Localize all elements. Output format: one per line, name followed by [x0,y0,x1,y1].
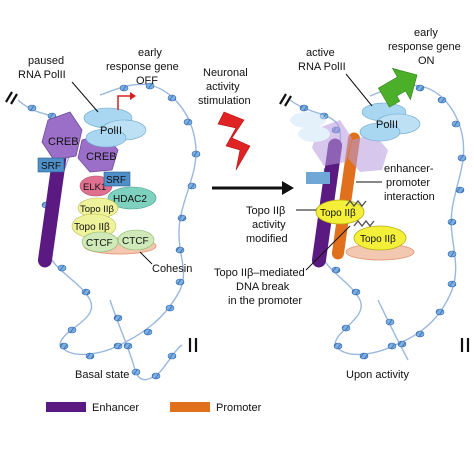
gene-on-label-2: response gene [388,41,461,53]
cohesin-label: Cohesin [152,263,192,275]
hdac2-protein-left [107,186,157,210]
legend-swatch-promoter [170,402,210,412]
paused-polii-pointer [71,81,99,113]
dna-break-pointer [305,225,351,271]
creb-label-left-2: CREB [86,151,117,163]
topo-label-left-1: Topo IIβ [80,204,115,215]
middle-stimulus: Neuronal activity stimulation [198,67,294,195]
chromatin-fiber-left-tail [109,299,183,381]
srf-box-left-1 [37,157,65,173]
topo-protein-right-2 [353,225,407,251]
legend-label-enhancer: Enhancer [92,402,139,414]
dna-break-label-1: Topo IIβ–mediated [214,267,305,279]
gene-off-label-3: OFF [136,75,158,87]
chromatin-end-left-top [5,91,18,105]
polii-complex-right [359,102,421,142]
elk1-label-left: ELK1 [83,182,106,193]
basal-state-label: Basal state [75,369,129,381]
topo-protein-right-1 [315,199,365,225]
gene-off-label-2: response gene [106,61,179,73]
ctcf-label-left-1: CTCF [86,238,113,249]
srf-label-left-1: SRF [41,161,61,172]
srf-box-left-2 [103,171,131,187]
gene-tss-arrowhead-left [130,92,136,100]
interaction-label-3: interaction [384,191,435,203]
gene-tss-arrow-left [117,95,130,110]
gene-on-arrow-icon [378,67,418,108]
stimulation-label-1: Neuronal [203,67,248,79]
lightning-bolt-icon [217,111,251,171]
gene-on-label-3: ON [418,55,435,67]
dna-break-label-2: DNA break [236,281,290,293]
chromatin-fiber-right-tail [377,299,409,361]
interaction-label-1: enhancer- [384,163,434,175]
topo-modified-label-3: modified [246,233,288,245]
topo-label-right-1: Topo IIβ [320,208,356,219]
creb-protein-left-1 [41,111,83,161]
upon-activity-label: Upon activity [346,369,409,381]
chromatin-end-left-bottom [188,338,198,352]
topo-label-right-2: Topo IIβ [360,234,396,245]
ctcf-protein-left-2 [117,229,155,251]
promoter-region-right [331,132,361,260]
legend-label-promoter: Promoter [216,402,262,414]
topo-modified-label-1: Topo IIβ [246,205,285,217]
hdac2-label-left: HDAC2 [113,194,147,205]
dna-break-label-3: in the promoter [228,295,302,307]
ctcf-protein-left-1 [81,231,119,253]
polii-label-right: PolII [376,119,398,131]
srf-label-left-2: SRF [106,175,126,186]
active-polii-label-2: RNA PolII [298,61,346,73]
faded-proteins-right [290,112,388,172]
polii-complex-left [83,107,147,148]
cohesin-pointer [139,251,153,265]
paused-polii-label-1: paused [28,55,64,67]
paused-polii-label-2: RNA PolII [18,69,66,81]
srf-box-right [306,172,330,184]
stimulation-label-3: stimulation [198,95,251,107]
chromatin-end-right-bottom [460,338,470,352]
legend-swatch-enhancer [46,402,86,412]
gene-off-label-1: early [138,47,162,59]
polii-label-left: PolII [100,125,122,137]
topo-modified-label-2: activity [252,219,286,231]
dna-break-icon [345,199,375,228]
transition-arrowhead [282,181,294,195]
active-polii-label-1: active [306,47,335,59]
legend: Enhancer Promoter [46,402,262,414]
chromatin-end-right-top [279,93,292,107]
left-panel: CREB SRF CREB ELK1 SRF HDAC2 Topo IIβ To… [5,47,201,381]
creb-label-left-1: CREB [48,136,79,148]
active-polii-pointer [345,73,373,107]
topo-label-left-2: Topo IIβ [74,222,110,233]
interaction-label-2: promoter [386,177,430,189]
stimulation-label-2: activity [206,81,240,93]
gene-on-label-1: early [414,27,438,39]
ctcf-label-left-2: CTCF [122,236,149,247]
right-panel: PolII Topo IIβ Topo IIβ active RNA PolII… [214,27,470,381]
